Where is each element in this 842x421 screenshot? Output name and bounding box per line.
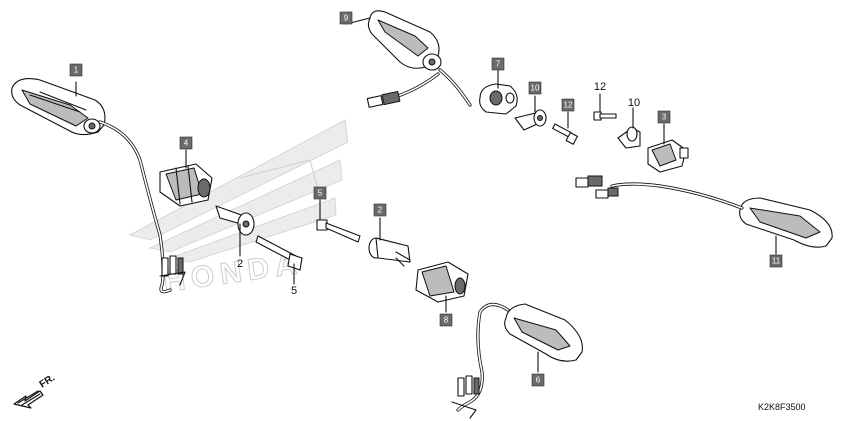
- callout-8: 8: [439, 313, 453, 327]
- label-12-right: 12: [594, 81, 606, 93]
- label-5-left: 5: [291, 285, 297, 297]
- turn-signal-rear-right[interactable]: [575, 175, 833, 248]
- collar-part-2-left[interactable]: [215, 205, 255, 236]
- grommet-part-7[interactable]: [479, 83, 518, 115]
- svg-text:12: 12: [564, 101, 573, 110]
- bolt-part-5-left[interactable]: [255, 235, 303, 271]
- svg-text:10: 10: [531, 84, 540, 93]
- svg-text:5: 5: [318, 189, 323, 198]
- front-direction-arrow: FR.: [13, 372, 58, 409]
- collar-part-10-upper[interactable]: [514, 109, 547, 131]
- svg-text:7: 7: [496, 60, 501, 69]
- front-direction-label: FR.: [38, 372, 58, 390]
- svg-text:4: 4: [184, 139, 189, 148]
- callout-6: 6: [531, 373, 545, 387]
- svg-text:1: 1: [74, 66, 79, 75]
- callout-4: 4: [179, 136, 193, 150]
- callout-12-left: 12: [561, 98, 575, 112]
- callout-11: 11: [769, 254, 783, 268]
- svg-text:2: 2: [378, 206, 383, 215]
- grommet-part-3[interactable]: [647, 139, 689, 173]
- leader-lines: [75, 17, 777, 373]
- callout-7: 7: [491, 57, 505, 71]
- turn-signal-front-left[interactable]: [11, 78, 186, 294]
- svg-text:6: 6: [536, 376, 541, 385]
- svg-text:3: 3: [662, 113, 667, 122]
- callout-9: 9: [339, 11, 353, 25]
- turn-signal-rear-left[interactable]: [451, 302, 583, 419]
- callout-3: 3: [657, 110, 671, 124]
- bolt-part-12-left[interactable]: [552, 123, 578, 145]
- label-2-left: 2: [237, 258, 243, 270]
- callout-10-upper: 10: [528, 81, 542, 95]
- svg-text:8: 8: [444, 316, 449, 325]
- callout-5-center: 5: [313, 186, 327, 200]
- bolt-part-12-right[interactable]: [593, 111, 617, 121]
- callout-1: 1: [69, 63, 83, 77]
- callout-2-center: 2: [373, 203, 387, 217]
- collar-part-2-center[interactable]: [368, 237, 411, 267]
- svg-text:11: 11: [772, 257, 781, 266]
- diagram-code: K2K8F3500: [758, 402, 806, 412]
- bolt-part-5-center[interactable]: [316, 219, 361, 243]
- grommet-part-4[interactable]: [159, 163, 213, 207]
- svg-text:9: 9: [344, 14, 349, 23]
- collar-part-10-right[interactable]: [617, 126, 641, 149]
- turn-signal-rear-upper[interactable]: [366, 10, 472, 108]
- label-10-right: 10: [628, 97, 640, 109]
- grommet-part-8[interactable]: [415, 261, 469, 303]
